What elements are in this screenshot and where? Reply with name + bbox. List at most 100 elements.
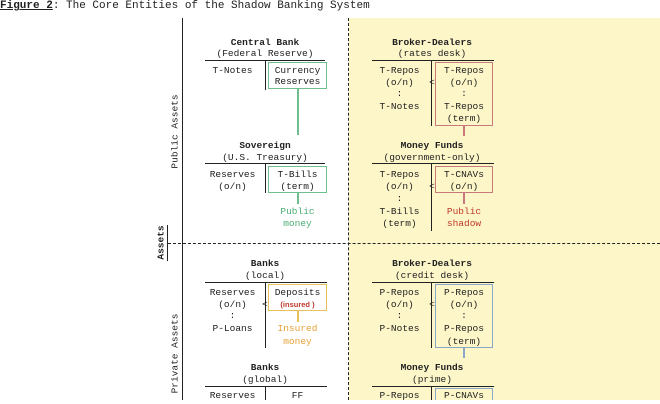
banks-local-sub: (local) xyxy=(245,270,285,281)
mf-gov-t-stem xyxy=(431,163,432,231)
figure-title: Figure 2: The Core Entities of the Shado… xyxy=(0,0,660,12)
banks-global-name: Banks xyxy=(250,362,280,373)
bd-rates-right-dots: : xyxy=(461,88,467,99)
bd-rates-sub: (rates desk) xyxy=(397,48,467,59)
t-cnavs-box xyxy=(435,166,493,193)
central-bank-right1: Currency xyxy=(274,65,321,76)
banks-local-left1: Reserves xyxy=(209,287,256,298)
mf-prime-t-stem xyxy=(431,386,432,400)
banks-local-t-bar xyxy=(205,282,327,283)
mf-prime-name: Money Funds xyxy=(400,362,464,373)
mf-gov-dots: : xyxy=(396,193,403,204)
banks-local-arrow: < xyxy=(262,299,268,310)
mf-prime-t-bar xyxy=(372,386,494,387)
banks-local-left2: (o/n) xyxy=(218,299,247,310)
bd-credit-left2: (o/n) xyxy=(385,299,414,310)
bd-credit-arrow: < xyxy=(429,299,435,310)
mf-gov-left4: (term) xyxy=(382,218,417,229)
mf-gov-right2: (o/n) xyxy=(449,181,479,192)
private-assets-label: Private Assets xyxy=(169,313,181,394)
bd-rates-left3: T-Notes xyxy=(379,101,420,112)
p-repos-box xyxy=(435,284,493,348)
figure-label: Figure 2 xyxy=(0,0,53,12)
mf-gov-t-bar xyxy=(372,163,494,164)
bd-credit-dots: : xyxy=(396,310,403,321)
figure-caption: : The Core Entities of the Shadow Bankin… xyxy=(52,0,370,12)
public-money-label-2: money xyxy=(283,218,312,229)
mf-prime-right1: P-CNAVs xyxy=(444,390,484,401)
mf-prime-sub: (prime) xyxy=(412,374,452,385)
central-bank-name: Central Bank xyxy=(230,37,300,48)
bd-rates-name: Broker-Dealers xyxy=(392,37,472,48)
mf-gov-sub: (government-only) xyxy=(383,152,481,163)
bd-rates-left1: T-Repos xyxy=(379,65,420,76)
banks-local-right2: (insured ) xyxy=(280,300,315,309)
bd-rates-arrow: < xyxy=(429,77,435,88)
mf-gov-left1: T-Repos xyxy=(379,169,420,180)
sovereign-t-stem xyxy=(265,163,266,193)
sovereign-left2: (o/n) xyxy=(218,181,247,192)
t-bills-box xyxy=(268,166,327,193)
banks-global-t-stem xyxy=(265,386,266,400)
banks-local-left3: P-Loans xyxy=(212,323,253,334)
insured-money-label-1: Insured xyxy=(277,323,318,334)
left-axis-line xyxy=(182,18,183,400)
central-bank-sub: (Federal Reserve) xyxy=(216,48,314,59)
insured-money-label-2: money xyxy=(283,336,312,347)
bd-credit-t-bar xyxy=(372,282,494,283)
mf-gov-right1: T-CNAVs xyxy=(444,169,484,180)
bd-rates-left2: (o/n) xyxy=(385,77,414,88)
assets-axis-label: Assets xyxy=(155,225,167,260)
sovereign-right1: T-Bills xyxy=(277,169,318,180)
banks-local-dots: : xyxy=(229,310,236,321)
sovereign-sub: (U.S. Treasury) xyxy=(222,152,308,163)
sovereign-name: Sovereign xyxy=(239,140,291,151)
bd-rates-right4: (term) xyxy=(446,113,482,124)
banks-local-right1: Deposits xyxy=(274,287,321,298)
t-cnavs-connector xyxy=(463,193,465,204)
central-bank-right2: Reserves xyxy=(274,76,321,87)
banks-global-sub: (global) xyxy=(242,374,288,385)
bd-credit-right2: (o/n) xyxy=(449,299,479,310)
horizontal-dashed-divider xyxy=(168,243,660,244)
bd-credit-name: Broker-Dealers xyxy=(392,258,472,269)
public-shadow-label-1: Public xyxy=(446,206,482,217)
central-bank-t-stem xyxy=(265,60,266,90)
bd-credit-right3: P-Repos xyxy=(444,323,484,334)
bd-rates-dots: : xyxy=(396,88,403,99)
bd-credit-left1: P-Repos xyxy=(379,287,420,298)
t-repos-connector xyxy=(463,126,465,136)
bd-credit-t-stem xyxy=(431,282,432,348)
mf-prime-left1: P-Repos xyxy=(379,390,420,401)
p-repos-connector xyxy=(463,348,465,358)
mf-gov-left3: T-Bills xyxy=(379,206,420,217)
banks-global-t-bar xyxy=(205,386,327,387)
mf-gov-name: Money Funds xyxy=(400,140,464,151)
currency-reserves-box xyxy=(268,62,327,89)
banks-global-left1: Reserves xyxy=(209,390,256,401)
bd-rates-t-bar xyxy=(372,60,494,61)
bd-credit-right4: (term) xyxy=(446,336,482,347)
bd-rates-right1: T-Repos xyxy=(444,65,484,76)
p-cnavs-box xyxy=(435,388,493,400)
public-assets-label: Public Assets xyxy=(169,94,181,169)
bd-rates-right2: (o/n) xyxy=(449,77,479,88)
middle-dashed-divider xyxy=(348,18,349,400)
bd-credit-right1: P-Repos xyxy=(444,287,484,298)
bd-rates-t-stem xyxy=(431,60,432,126)
central-bank-left1: T-Notes xyxy=(212,65,253,76)
mf-gov-left2: (o/n) xyxy=(385,181,414,192)
deposits-box xyxy=(268,284,327,311)
bd-credit-left3: P-Notes xyxy=(379,323,420,334)
sovereign-right2: (term) xyxy=(280,181,315,192)
bd-rates-right3: T-Repos xyxy=(444,101,484,112)
public-money-label-1: Public xyxy=(280,206,315,217)
bd-credit-sub: (credit desk) xyxy=(394,270,470,281)
public-shadow-label-2: shadow xyxy=(446,218,482,229)
shadow-region xyxy=(349,18,660,400)
sovereign-left1: Reserves xyxy=(209,169,256,180)
assets-axis-tick xyxy=(167,225,168,261)
banks-local-name: Banks xyxy=(250,258,280,269)
bd-credit-right-dots: : xyxy=(461,310,467,321)
t-repos-box xyxy=(435,62,493,126)
